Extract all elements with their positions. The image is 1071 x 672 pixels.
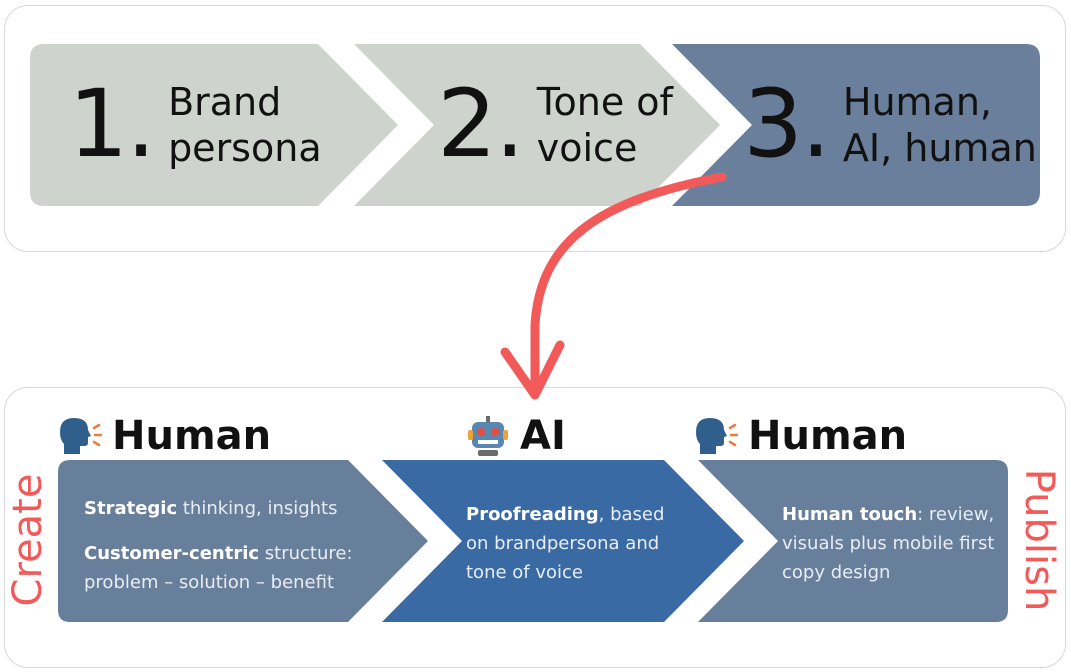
arrow-head-icon [500,340,565,400]
step-3-chevron [672,44,1040,206]
header-human-1: Human [58,410,271,462]
step-2-chevron [354,44,720,206]
step-number: 2. [437,70,525,179]
step-label: Brand persona [168,80,322,170]
human-review-box [698,460,1008,622]
step-label: Human, AI, human [842,80,1037,170]
step-2: 2. Tone of voice [410,44,700,206]
human-create-text: Strategic thinking, insights Customer-ce… [84,498,353,593]
step-3: 3. Human, AI, human [740,44,1040,206]
ai-proofreading-text: Proofreading, based on brandpersona and … [466,504,665,583]
step-label: Tone of voice [536,80,673,170]
curved-arrow [530,172,727,397]
header-ai: AI [466,410,566,462]
ai-proofreading-box [382,460,744,622]
speaking-head-icon [696,418,738,454]
side-label-create: Create [5,473,51,607]
step-1: 1. Brand persona [30,44,360,206]
human-create-box [58,460,428,622]
human-review-text: Human touch: review, visuals plus mobile… [782,504,995,583]
step-number: 1. [68,70,156,179]
robot-icon [468,416,508,456]
step-1-chevron [30,44,398,206]
speaking-head-icon [60,418,102,454]
header-human-2: Human [694,410,907,462]
side-label-publish: Publish [1016,468,1062,612]
step-number: 3. [743,70,831,179]
